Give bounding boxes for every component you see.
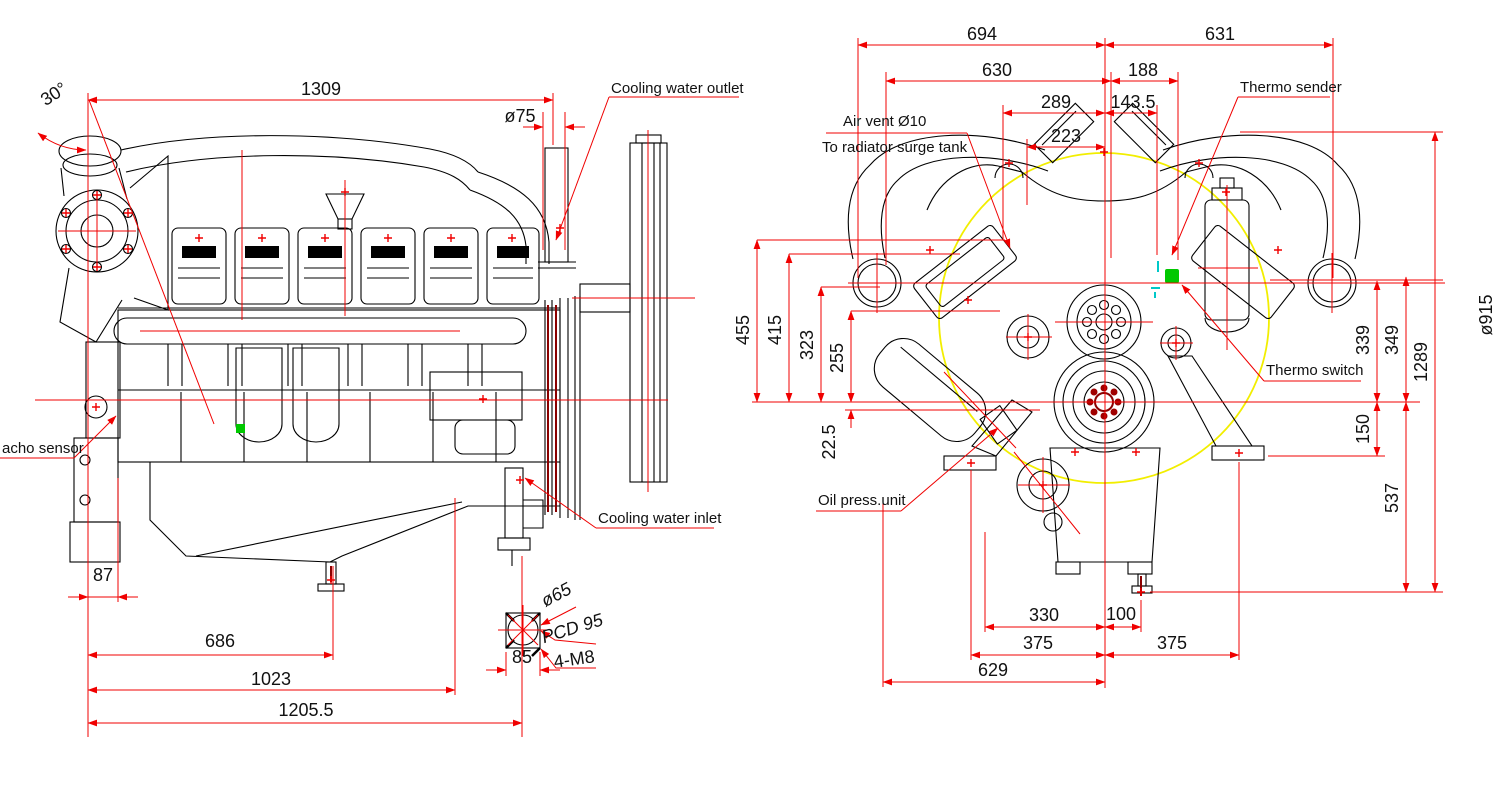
dim-75: ø75 bbox=[504, 106, 535, 126]
dim-694: 694 bbox=[967, 24, 997, 44]
side-view-dimensions: 1309 30° ø75 Cooling water outlet acho s… bbox=[0, 78, 744, 737]
dim-150: 150 bbox=[1353, 414, 1373, 444]
dim-85: 85 bbox=[512, 647, 532, 667]
dim-686: 686 bbox=[205, 631, 235, 651]
dim-323: 323 bbox=[797, 330, 817, 360]
label-cooling-water-inlet: Cooling water inlet bbox=[598, 510, 722, 527]
dim-630: 630 bbox=[982, 60, 1012, 80]
dim-100: 100 bbox=[1106, 604, 1136, 624]
dim-1289: 1289 bbox=[1411, 342, 1431, 382]
side-view-centerlines bbox=[35, 130, 695, 656]
cyan-fitting-markers bbox=[1151, 261, 1160, 298]
dim-915: ø915 bbox=[1476, 294, 1496, 335]
dim-1023: 1023 bbox=[251, 669, 291, 689]
label-tacho-sensor: acho sensor bbox=[2, 440, 84, 457]
dim-angle-30: 30° bbox=[37, 78, 71, 110]
dim-1205-5: 1205.5 bbox=[278, 700, 333, 720]
dim-22-5: 22.5 bbox=[819, 424, 839, 459]
front-view-centerlines bbox=[752, 38, 1445, 688]
dim-375-left: 375 bbox=[1023, 633, 1053, 653]
dim-339: 339 bbox=[1353, 325, 1373, 355]
dim-455: 455 bbox=[733, 315, 753, 345]
label-thermo-switch: Thermo switch bbox=[1266, 362, 1364, 379]
dim-631: 631 bbox=[1205, 24, 1235, 44]
label-oil-press-unit: Oil press.unit bbox=[818, 492, 906, 509]
crank-hub-bolts bbox=[1086, 384, 1122, 420]
dim-255: 255 bbox=[827, 343, 847, 373]
label-cooling-water-outlet: Cooling water outlet bbox=[611, 80, 744, 97]
dim-415: 415 bbox=[765, 315, 785, 345]
front-view-linework bbox=[847, 102, 1361, 596]
dim-188: 188 bbox=[1128, 60, 1158, 80]
side-sensor-green-marker bbox=[236, 424, 245, 433]
label-thermo-sender: Thermo sender bbox=[1240, 79, 1342, 96]
dim-223: 223 bbox=[1051, 126, 1081, 146]
side-view-linework bbox=[55, 134, 668, 657]
front-view-dimensions: 694 631 630 188 289 143.5 223 Air vent Ø… bbox=[733, 24, 1496, 687]
dim-330: 330 bbox=[1029, 605, 1059, 625]
thermo-switch-green-marker bbox=[1165, 269, 1179, 283]
dim-629: 629 bbox=[978, 660, 1008, 680]
label-air-vent: Air vent Ø10 bbox=[843, 113, 926, 130]
dim-289: 289 bbox=[1041, 92, 1071, 112]
dim-65: ø65 bbox=[538, 578, 576, 611]
dim-349: 349 bbox=[1382, 325, 1402, 355]
dim-375-right: 375 bbox=[1157, 633, 1187, 653]
dim-87: 87 bbox=[93, 565, 113, 585]
dim-537: 537 bbox=[1382, 483, 1402, 513]
dim-143-5: 143.5 bbox=[1110, 92, 1155, 112]
dim-1309: 1309 bbox=[301, 79, 341, 99]
label-to-radiator-surge-tank: To radiator surge tank bbox=[822, 139, 968, 156]
